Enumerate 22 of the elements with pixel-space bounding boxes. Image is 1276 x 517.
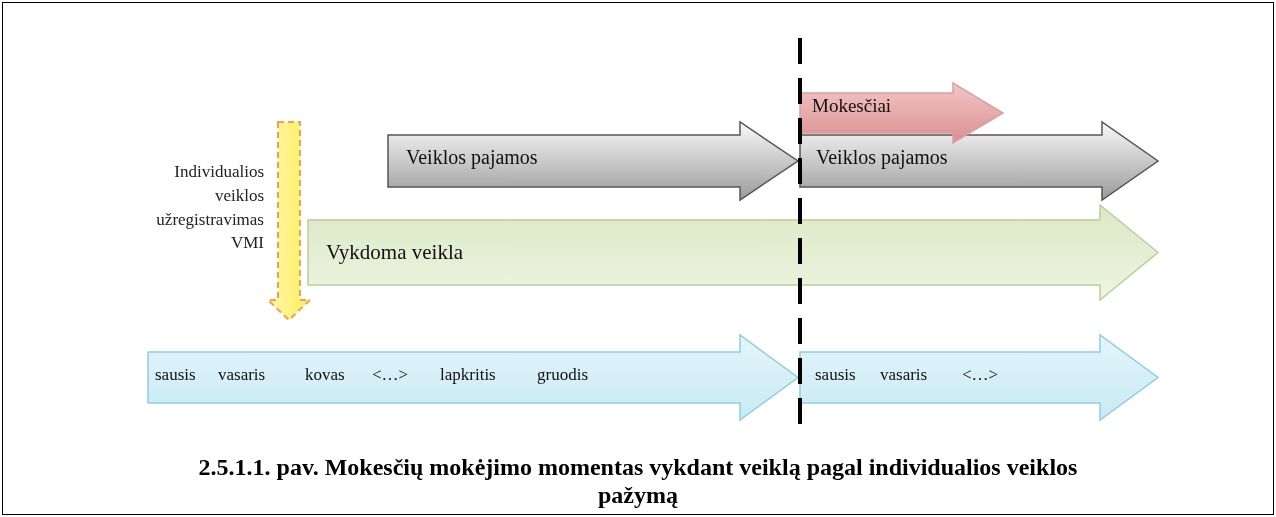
- arrow-label: Veiklos pajamos: [816, 145, 948, 169]
- arrow-label: Vykdoma veikla: [326, 240, 464, 266]
- income-band: [800, 122, 1158, 200]
- arrow-label: vasaris: [880, 365, 928, 386]
- activity-band: [308, 205, 1158, 300]
- arrow-label: lapkritis: [440, 365, 496, 386]
- arrow-label: vasaris: [218, 365, 266, 386]
- arrow-label: kovas: [305, 365, 345, 386]
- annotation-text: Individualios veiklos užregistravimas VMI: [155, 161, 264, 255]
- timeline-band: [800, 335, 1158, 420]
- tax-band: [800, 83, 1003, 143]
- arrow-label: <…>: [962, 365, 999, 386]
- arrow-label: Veiklos pajamos: [406, 145, 538, 169]
- arrow-label: Mokesčiai: [812, 95, 892, 118]
- arrow-label: sausis: [155, 365, 196, 386]
- arrow-label: sausis: [815, 365, 856, 386]
- income-band: [388, 122, 798, 200]
- figure-caption: 2.5.1.1. pav. Mokesčių mokėjimo momentas vykdant veiklą pagal individualios veiklos pažymą: [197, 453, 1079, 509]
- timeline-band: [148, 335, 798, 420]
- arrow-label: <…>: [372, 365, 409, 386]
- registration-marker: [268, 122, 310, 320]
- arrow-label: gruodis: [537, 365, 588, 386]
